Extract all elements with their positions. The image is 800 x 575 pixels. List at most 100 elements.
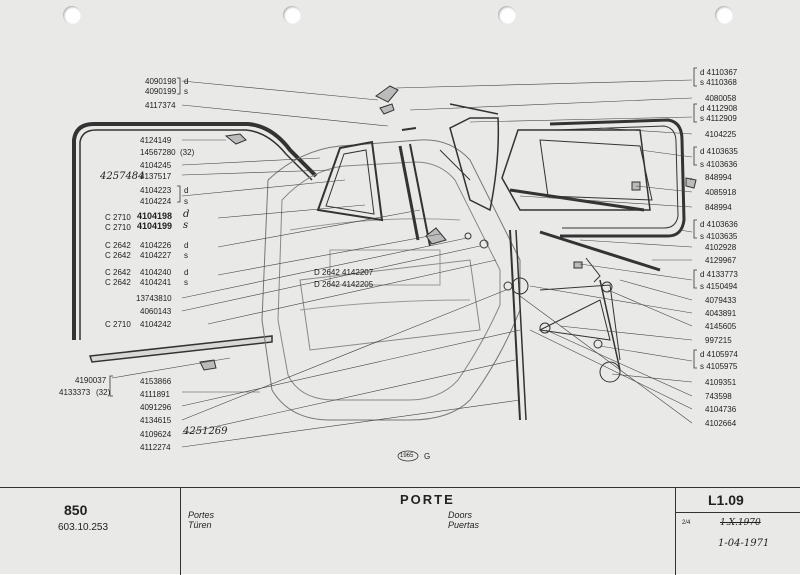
page-index: 2/4 — [682, 520, 691, 526]
part-number: 4091296 — [140, 403, 172, 412]
title-block: 850 603.10.253 PORTE Portes Türen Doors … — [0, 487, 800, 575]
stamp-letter: G — [424, 452, 431, 461]
part-number: 848994 — [705, 173, 732, 182]
part-number: d 4105974 — [700, 350, 738, 359]
model-code: 603.10.253 — [58, 522, 109, 533]
part-number: 4109624 — [140, 430, 172, 439]
part-number: 4104241 — [140, 278, 172, 287]
part-number: 4043891 — [705, 309, 737, 318]
part-number: 4153866 — [140, 377, 172, 386]
quantity-note: (32) — [180, 148, 195, 157]
part-number: 4137517 — [140, 172, 172, 181]
part-number: 4079433 — [705, 296, 737, 305]
part-number: s 4112909 — [700, 114, 737, 123]
part-number: 4060143 — [140, 307, 172, 316]
punch-hole — [283, 6, 301, 24]
part-number: 848994 — [705, 203, 732, 212]
divider — [676, 512, 800, 513]
part-number: d 4103636 — [700, 220, 738, 229]
part-number: 4104240 — [140, 268, 172, 277]
part-number: 4104224 — [140, 197, 172, 206]
side-marker: s — [184, 251, 188, 260]
part-number: 4109351 — [705, 378, 737, 387]
handwritten-part-number: 4257484 — [100, 171, 145, 182]
part-number: s 4110368 — [700, 78, 737, 87]
part-number: 4104198 — [137, 211, 173, 221]
variant-code: C 2710 — [105, 223, 131, 232]
part-number: s 4103635 — [700, 232, 738, 241]
part-number: 4111891 — [140, 390, 170, 399]
punch-hole — [715, 6, 733, 24]
part-number: 4090198 — [145, 77, 177, 86]
side-marker: d — [184, 241, 189, 250]
part-number: 4190037 — [75, 376, 107, 385]
handwritten-part-number: 4251269 — [183, 426, 228, 437]
variant-code: C 2642 — [105, 241, 131, 250]
date-stamp: 1965 — [400, 453, 414, 459]
part-number: D 2642 4142207 — [314, 268, 374, 277]
side-marker: d — [184, 186, 189, 195]
part-number: 4102928 — [705, 243, 737, 252]
variant-code: C 2642 — [105, 268, 131, 277]
part-number: d 4133773 — [700, 270, 738, 279]
part-number: 4134615 — [140, 416, 172, 425]
part-number: 4104225 — [705, 130, 737, 139]
part-number: d 4110367 — [700, 68, 738, 77]
part-number: 4124149 — [140, 136, 172, 145]
side-marker: d — [183, 209, 190, 220]
part-number: s 4150494 — [700, 282, 738, 291]
part-number: s 4105975 — [700, 362, 738, 371]
side-marker: s — [184, 278, 188, 287]
part-number: 4085918 — [705, 188, 737, 197]
part-number: 13743810 — [136, 294, 172, 303]
sheet-number: L1.09 — [708, 492, 744, 508]
part-number: 997215 — [705, 336, 732, 345]
superseded-date: 1.X.1970 — [720, 518, 761, 528]
section-title: PORTE — [400, 492, 455, 507]
revision-date: 1-04-1971 — [718, 538, 770, 549]
lang-de: Türen — [188, 520, 212, 530]
side-marker: s — [183, 220, 189, 231]
lang-fr: Portes — [188, 510, 215, 520]
sheet-cell: L1.09 2/4 1.X.1970 1-04-1971 — [676, 488, 800, 575]
model-number: 850 — [64, 502, 88, 518]
part-number: D 2642 4142205 — [314, 280, 374, 289]
variant-code: C 2642 — [105, 278, 131, 287]
part-number: 4104245 — [140, 161, 172, 170]
door-exploded-diagram — [72, 67, 697, 462]
side-marker: d — [184, 77, 189, 86]
part-number: d 4112908 — [700, 104, 738, 113]
part-number: 4145605 — [705, 322, 737, 331]
variant-code: C 2642 — [105, 251, 131, 260]
part-number: 4102664 — [705, 419, 737, 428]
part-number: 4133373 — [59, 388, 91, 397]
part-number: 4104226 — [140, 241, 172, 250]
variant-code: C 2710 — [105, 320, 131, 329]
part-number: 4104227 — [140, 251, 172, 260]
punch-hole — [63, 6, 81, 24]
variant-code: C 2710 — [105, 213, 131, 222]
description-cell: PORTE Portes Türen Doors Puertas — [180, 488, 676, 575]
part-number: 4090199 — [145, 87, 177, 96]
part-number: 4104199 — [137, 221, 173, 231]
part-number: 4104223 — [140, 186, 172, 195]
model-cell: 850 603.10.253 — [0, 488, 181, 575]
part-number: 4129967 — [705, 256, 737, 265]
part-number: 4112274 — [140, 443, 171, 452]
side-marker: s — [184, 87, 188, 96]
part-number: 4104736 — [705, 405, 737, 414]
part-number: 4080058 — [705, 94, 737, 103]
lang-es: Puertas — [448, 520, 480, 530]
part-number: 743598 — [705, 392, 732, 401]
side-marker: d — [184, 268, 189, 277]
part-number: 4104242 — [140, 320, 172, 329]
part-number: 4117374 — [145, 101, 176, 110]
side-marker: s — [184, 197, 188, 206]
part-number: d 4103635 — [700, 147, 738, 156]
part-number: s 4103636 — [700, 160, 738, 169]
quantity-note: (32) — [96, 388, 111, 397]
lang-en: Doors — [448, 510, 473, 520]
punch-hole — [498, 6, 516, 24]
part-number: 14567280 — [140, 148, 176, 157]
